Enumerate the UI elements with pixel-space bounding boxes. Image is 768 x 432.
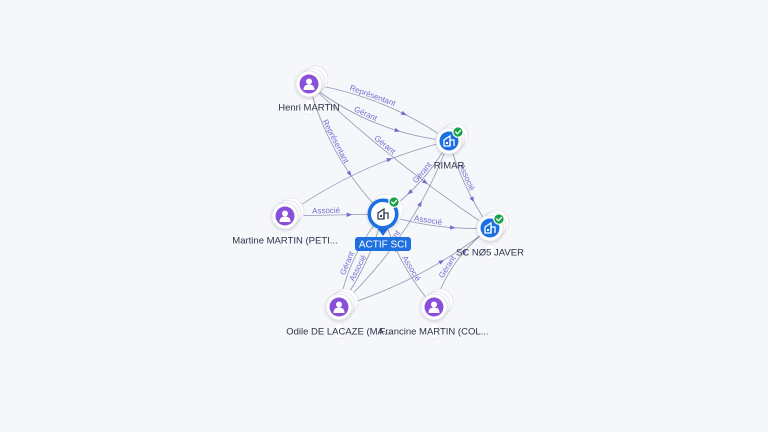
building-icon [484, 221, 496, 234]
edge-arrow-icon [386, 158, 393, 163]
node-label: RIMAR [434, 157, 465, 173]
verified-check-icon [388, 196, 400, 208]
node-rimar[interactable]: RIMAR [434, 122, 469, 173]
edge-label: Gérant [411, 160, 434, 185]
edge-label: Gérant [373, 134, 398, 157]
edge-odile-javer [338, 227, 491, 308]
node-label-text: SC NØ5 JAVER [456, 247, 524, 258]
node-odile[interactable]: Odile DE LACAZE (MA... [286, 288, 392, 339]
node-label: Henri MARTIN [278, 99, 340, 115]
node-label-text: Odile DE LACAZE (MA... [286, 326, 392, 337]
building-icon [377, 207, 389, 220]
edge-label: Gérant [353, 105, 380, 124]
edge-martine-rimar [284, 140, 450, 217]
person-icon [303, 78, 315, 90]
node-label: SC NØ5 JAVER [456, 244, 524, 260]
verified-check-icon [452, 126, 464, 138]
building-icon [443, 134, 455, 147]
edge-arrow-icon [394, 127, 401, 133]
person-icon [333, 301, 345, 313]
edge-arrow-icon [438, 259, 445, 265]
person-icon [279, 210, 291, 222]
node-label-text: ACTIF SCI [359, 240, 407, 251]
edge-arrow-icon [407, 189, 414, 195]
verified-check-icon [493, 213, 505, 225]
edge-label: Représentant [321, 118, 351, 166]
edge-henri-rimar [308, 83, 450, 142]
node-javer[interactable]: SC NØ5 JAVER [456, 209, 524, 260]
node-label-text: Martine MARTIN (PETI... [232, 235, 337, 246]
node-label: Odile DE LACAZE (MA... [286, 323, 392, 339]
edge-arrow-icon [449, 225, 456, 230]
node-francine[interactable]: Francine MARTIN (COL... [379, 288, 489, 339]
edge-arrow-icon [417, 201, 422, 208]
edge-label: Associé [400, 254, 422, 283]
person-icon [428, 301, 440, 313]
edge-arrow-icon [461, 248, 467, 255]
node-label: ACTIF SCI [355, 237, 411, 251]
node-henri[interactable]: Henri MARTIN [278, 65, 340, 115]
node-label: Francine MARTIN (COL... [379, 323, 489, 339]
edge-odile-rimar [338, 140, 450, 308]
node-label-text: Francine MARTIN (COL... [379, 326, 488, 337]
node-martine[interactable]: Martine MARTIN (PETI... [232, 197, 338, 248]
node-label: Martine MARTIN (PETI... [232, 232, 338, 248]
nodes-layer: ACTIF SCI Henri MARTIN RIMAR Martine MARTIN… [232, 65, 524, 339]
edge-henri-javer [308, 83, 491, 229]
edge-arrow-icon [469, 196, 474, 203]
edge-label: Associé [413, 214, 443, 227]
node-actif[interactable]: ACTIF SCI [355, 193, 411, 251]
edge-label: Associé [312, 206, 341, 216]
edge-henri-rimar [308, 83, 450, 142]
node-label-text: Henri MARTIN [278, 102, 340, 113]
edge-arrow-icon [400, 110, 407, 116]
edge-arrow-icon [421, 178, 428, 185]
node-label-text: RIMAR [434, 160, 465, 171]
edge-arrow-icon [346, 170, 352, 177]
edge-henri-actif [308, 83, 384, 215]
edge-arrow-icon [346, 212, 353, 217]
